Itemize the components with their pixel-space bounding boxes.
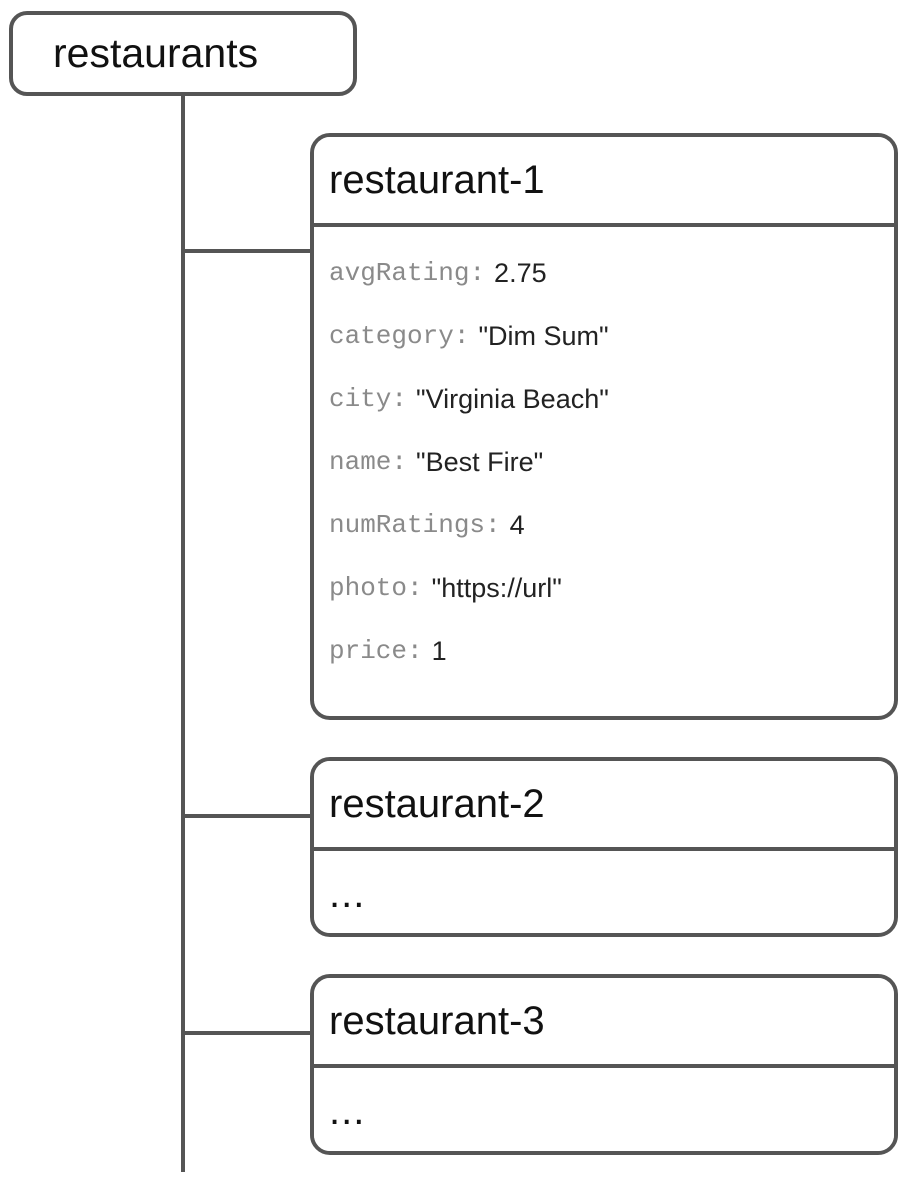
field-separator: : [407,573,423,603]
field-row: avgRating : 2.75 [314,260,894,323]
document-card-header: restaurant-3 [314,978,894,1068]
field-list-placeholder: ... [314,1068,894,1151]
field-row: city : "Virginia Beach" [314,386,894,449]
field-value: 4 [509,510,525,540]
field-separator: : [391,384,408,414]
document-card-header: restaurant-1 [314,137,894,227]
field-row: numRatings : 4 [314,512,894,575]
collection-node-restaurants[interactable]: restaurants [9,11,357,96]
field-value: 1 [431,636,447,666]
field-list: avgRating : 2.75 category : "Dim Sum" ci… [314,227,894,701]
field-separator: : [407,636,423,666]
field-key: name [329,447,392,477]
field-row: category : "Dim Sum" [314,323,894,386]
field-separator: : [453,321,470,351]
document-card-restaurant-1[interactable]: restaurant-1 avgRating : 2.75 category :… [310,133,898,720]
document-id-label: restaurant-3 [329,999,545,1043]
field-key: city [329,384,392,414]
field-value: "Dim Sum" [478,321,609,351]
document-card-body: ... [314,1068,894,1151]
field-row: photo : "https://url" [314,575,894,638]
collection-node-label: restaurants [53,30,259,76]
field-key: photo [329,573,408,603]
field-key: numRatings [329,510,486,540]
field-separator: : [391,447,408,477]
document-card-restaurant-3[interactable]: restaurant-3 ... [310,974,898,1155]
field-row: price : 1 [314,638,894,701]
field-key: price [329,636,408,666]
ellipsis-label: ... [329,1089,366,1133]
field-key: avgRating [329,258,470,288]
field-value: 2.75 [494,258,547,288]
document-card-body: avgRating : 2.75 category : "Dim Sum" ci… [314,227,894,701]
field-separator: : [469,258,486,288]
document-card-header: restaurant-2 [314,761,894,851]
field-value: "Virginia Beach" [416,384,609,414]
document-card-restaurant-2[interactable]: restaurant-2 ... [310,757,898,937]
field-key: category [329,321,454,351]
document-card-body: ... [314,851,894,933]
document-id-label: restaurant-1 [329,158,545,202]
ellipsis-label: ... [329,872,366,916]
field-value: "Best Fire" [416,447,544,477]
field-value: "https://url" [431,573,562,603]
field-list-placeholder: ... [314,851,894,933]
document-id-label: restaurant-2 [329,782,545,826]
field-row: name : "Best Fire" [314,449,894,512]
field-separator: : [485,510,501,540]
